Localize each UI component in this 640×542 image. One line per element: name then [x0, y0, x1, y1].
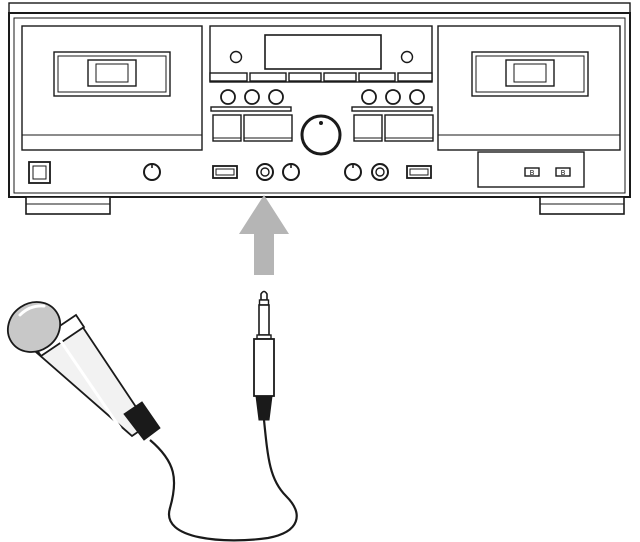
transport-button-4[interactable]	[323, 72, 357, 82]
mic-body-highlight	[58, 338, 122, 430]
right-function-button-small[interactable]	[353, 114, 383, 142]
left-foot	[25, 196, 111, 215]
left-tape-reel-inner	[95, 63, 129, 83]
deck-top-bar	[8, 2, 631, 14]
left-indicator-button[interactable]	[229, 50, 243, 64]
meter-indicator-left	[524, 167, 540, 177]
right-cassette-door	[437, 25, 621, 151]
transport-button-1[interactable]	[209, 72, 248, 82]
power-button-icon[interactable]	[28, 161, 51, 184]
plug-tip	[260, 290, 268, 301]
left-cassette-door	[21, 25, 203, 151]
left-tape-window-inner	[57, 55, 167, 93]
right-slot-button[interactable]	[406, 165, 432, 179]
meter-indicator-right	[555, 167, 571, 177]
mic-grille-highlight	[18, 304, 46, 317]
right-indicator-button[interactable]	[400, 50, 414, 64]
left-function-button-large[interactable]	[243, 114, 293, 142]
left-button-group-bar	[210, 106, 292, 112]
cassette-deck: B B	[8, 2, 631, 215]
left-small-knob-1[interactable]	[220, 89, 236, 105]
center-control-panel	[209, 25, 434, 156]
volume-knob-marker	[319, 121, 323, 125]
left-small-knob-3[interactable]	[268, 89, 284, 105]
right-tape-window-inner	[475, 55, 585, 93]
left-function-button-small[interactable]	[212, 114, 242, 142]
upward-arrow-icon	[239, 195, 289, 275]
plug-strain-relief	[255, 395, 273, 421]
transport-button-5[interactable]	[358, 72, 396, 82]
transport-button-2[interactable]	[249, 72, 287, 82]
transport-button-row	[209, 72, 433, 82]
deck-feet	[25, 196, 625, 215]
transport-button-3[interactable]	[288, 72, 322, 82]
meter-label-left: B	[530, 169, 535, 177]
left-slot-button-inner	[215, 168, 235, 176]
mic-input-jack-hole	[260, 167, 270, 177]
left-slot-button[interactable]	[212, 165, 238, 179]
transport-button-6[interactable]	[397, 72, 433, 82]
right-small-knob-3[interactable]	[409, 89, 425, 105]
quarter-inch-plug-icon	[253, 290, 275, 421]
plug-shaft	[258, 304, 270, 336]
deck-inner-border	[13, 17, 626, 194]
mic-tail	[123, 401, 161, 441]
lcd-display	[264, 34, 382, 70]
right-small-knob-1[interactable]	[361, 89, 377, 105]
right-slot-button-inner	[409, 168, 429, 176]
microphone-cable	[149, 419, 298, 542]
meter-label-right: B	[561, 169, 566, 177]
handheld-microphone-icon	[7, 301, 161, 441]
power-button-inner	[32, 165, 47, 180]
right-button-group-bar	[351, 106, 433, 112]
volume-knob-icon[interactable]	[300, 114, 342, 156]
bottom-control-row: B B	[28, 151, 585, 188]
left-small-knob-2[interactable]	[244, 89, 260, 105]
right-foot	[539, 196, 625, 215]
headphone-jack-hole	[375, 167, 385, 177]
right-small-knob-2[interactable]	[385, 89, 401, 105]
right-tape-reel-inner	[513, 63, 547, 83]
plug-body	[253, 338, 275, 397]
arrow-shape	[239, 195, 289, 275]
right-function-button-large[interactable]	[384, 114, 434, 142]
